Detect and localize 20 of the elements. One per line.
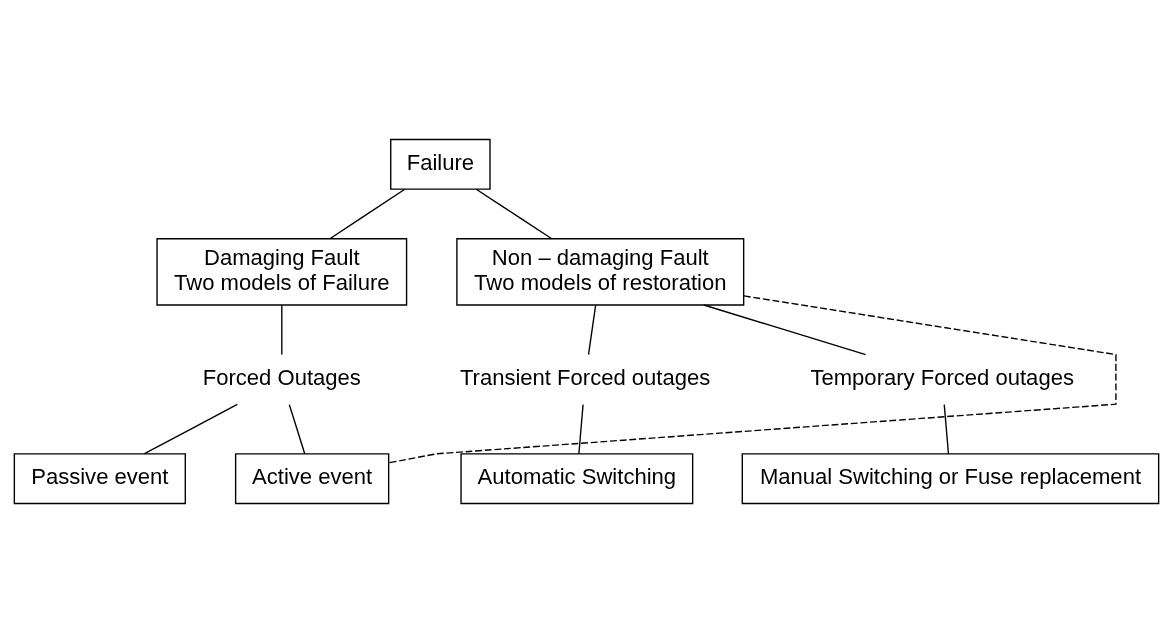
connector (943, 403, 950, 454)
node-box: Active event (234, 452, 390, 504)
node-text: Temporary Forced outages (810, 364, 1074, 390)
node-box: Damaging Fault Two models of Failure (156, 237, 408, 306)
node-box: Failure (390, 138, 491, 190)
connector (281, 304, 283, 355)
node-box: Passive event (13, 452, 186, 504)
node-text: Forced Outages (202, 364, 361, 390)
connector (143, 403, 238, 454)
connector (475, 188, 553, 239)
node-box: Non – damaging Fault Two models of restoration (456, 237, 745, 306)
connector (578, 403, 584, 454)
connector (329, 188, 406, 239)
connector (288, 403, 306, 454)
connector (587, 304, 597, 355)
connector (703, 303, 867, 355)
connector (388, 294, 1117, 463)
node-box: Automatic Switching (460, 452, 694, 504)
node-box: Manual Switching or Fuse replacement (741, 452, 1160, 504)
node-text: Transient Forced outages (459, 364, 711, 390)
